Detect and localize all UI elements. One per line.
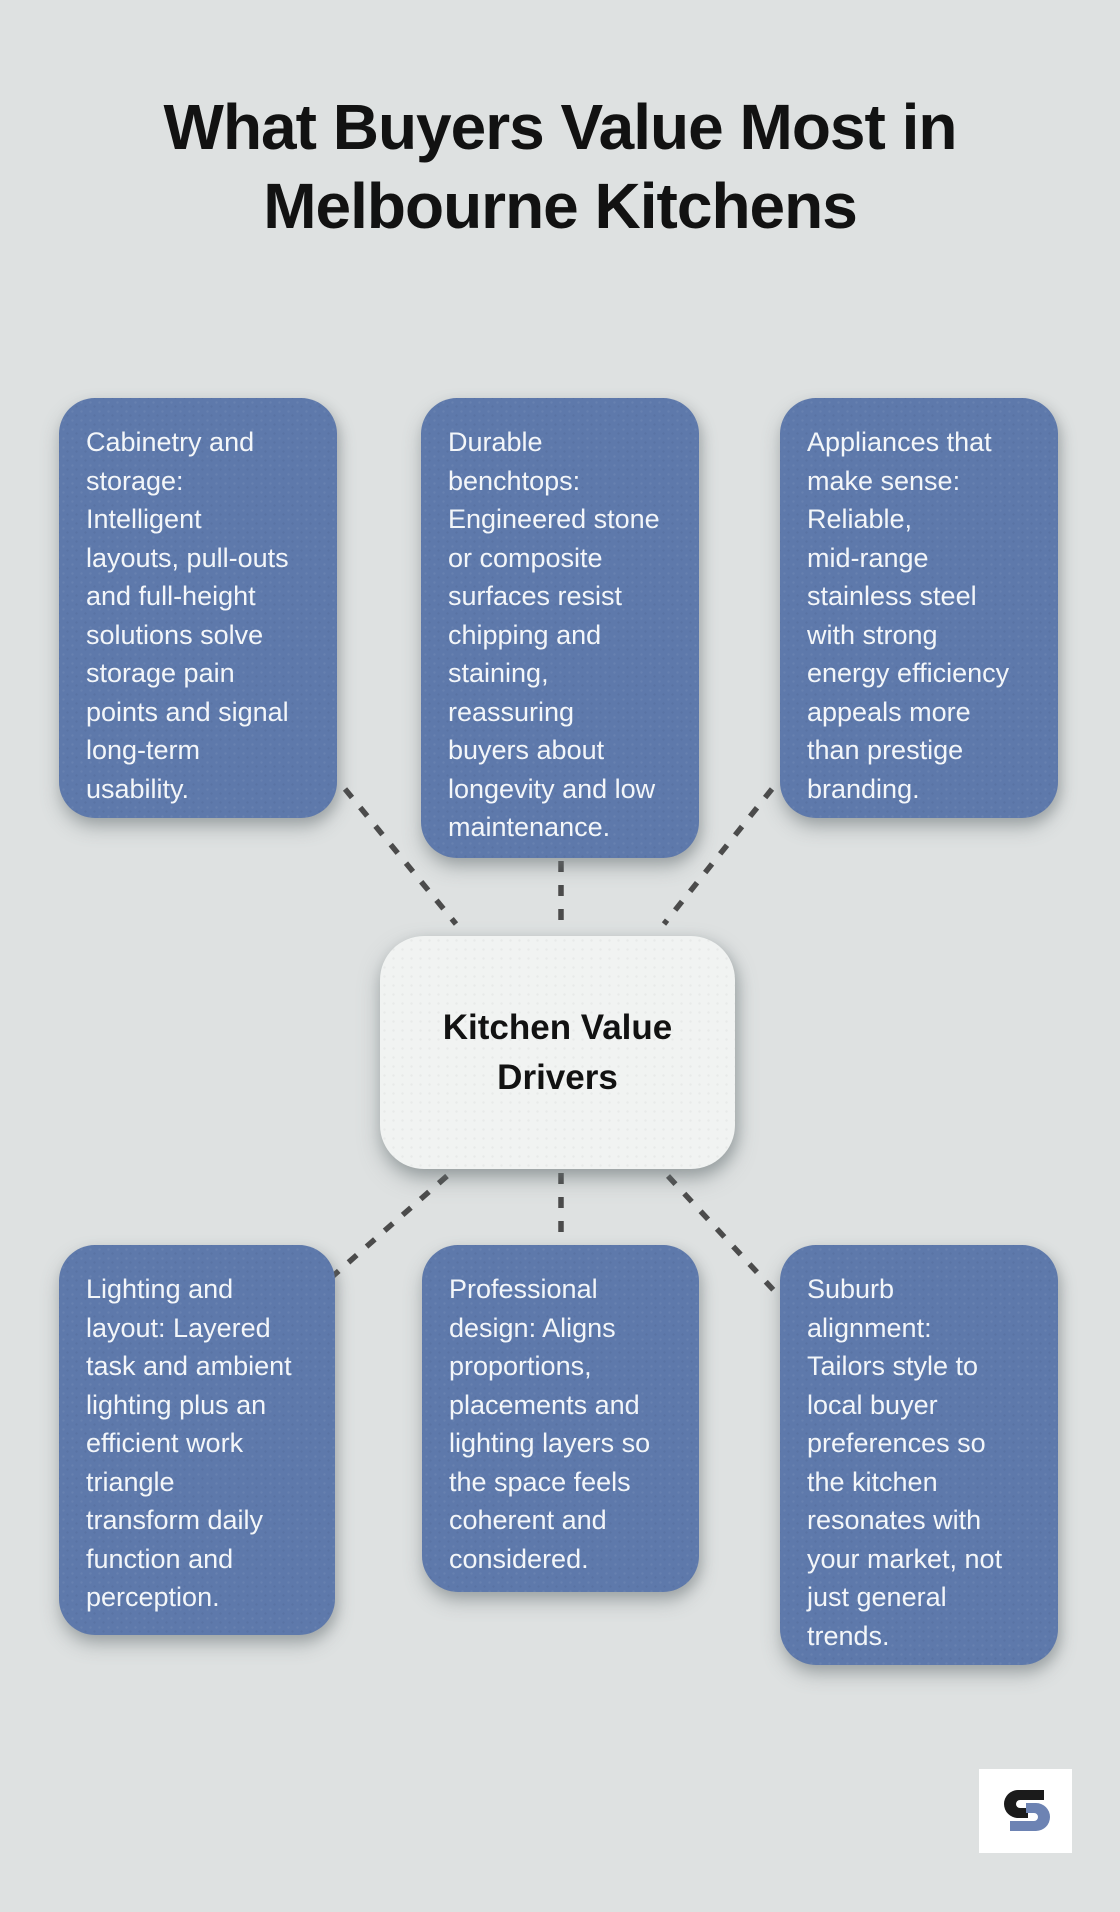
brand-logo: [979, 1769, 1072, 1853]
card-text-durable-benchtops: Durable benchtops: Engineered stone or c…: [448, 427, 660, 842]
s-monogram-icon: [1003, 1790, 1050, 1831]
card-cabinetry-storage: Cabinetry and storage: Intelligent layou…: [59, 398, 337, 818]
card-appliances: Appliances that make sense: Reliable, mi…: [780, 398, 1058, 818]
card-text-professional-design: Professional design: Aligns proportions,…: [449, 1274, 651, 1574]
card-lighting-layout: Lighting and layout: Layered task and am…: [59, 1245, 335, 1635]
card-durable-benchtops: Durable benchtops: Engineered stone or c…: [421, 398, 699, 858]
page-title: What Buyers Value Most in Melbourne Kitc…: [163, 91, 958, 242]
center-node-label: Kitchen Value Drivers: [442, 1007, 673, 1097]
center-node-kitchen-value-drivers: Kitchen Value Drivers: [380, 936, 735, 1169]
card-text-appliances: Appliances that make sense: Reliable, mi…: [807, 427, 1010, 804]
card-suburb-alignment: Suburb alignment: Tailors style to local…: [780, 1245, 1058, 1665]
card-professional-design: Professional design: Aligns proportions,…: [422, 1245, 699, 1592]
card-text-suburb-alignment: Suburb alignment: Tailors style to local…: [807, 1274, 1003, 1651]
card-text-lighting-layout: Lighting and layout: Layered task and am…: [86, 1274, 292, 1612]
card-text-cabinetry-storage: Cabinetry and storage: Intelligent layou…: [86, 427, 289, 804]
